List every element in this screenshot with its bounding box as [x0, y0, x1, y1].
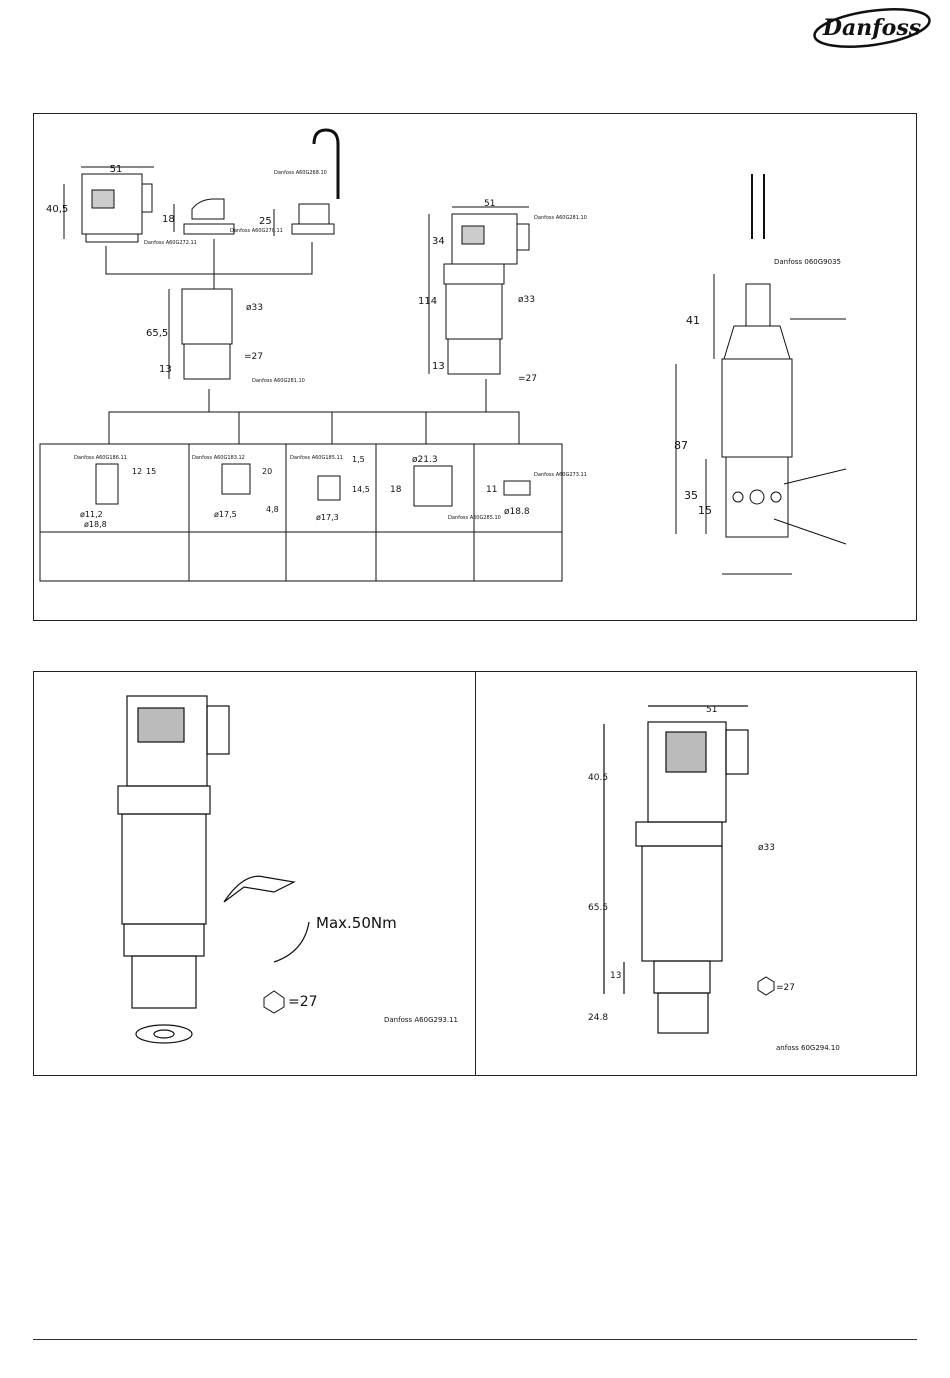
cable-h4: 15	[698, 504, 712, 517]
big-sensor-code: Danfoss A60G281.10	[534, 215, 587, 221]
fit-1-d3: ø18,8	[84, 520, 107, 529]
torque-label: Max.50Nm	[316, 914, 397, 932]
small-sensor-diameter: ø33	[246, 303, 263, 313]
cable-code: Danfoss 060G9035	[774, 258, 841, 266]
top-drawing: 51 40,5 Danfoss A60G272.11 18 Danfoss A6…	[39, 128, 847, 582]
big-sensor-h1: 34	[432, 236, 445, 247]
small-sensor-h1: 65,5	[146, 328, 168, 339]
fit-1-d0: 12	[132, 467, 142, 476]
cable-h2: 87	[674, 439, 688, 452]
fit-5-code: Danfoss A60G273.11	[534, 472, 587, 478]
fit-3-d0: 1,5	[352, 455, 365, 464]
small-sensor-hex: =27	[244, 352, 263, 362]
fit-2-d2: ø17,5	[214, 510, 237, 519]
small-sensor-h2: 13	[159, 364, 172, 375]
fit-1-code: Danfoss A60G186.11	[74, 455, 127, 461]
fit-2-code: Danfoss A60G183.12	[192, 455, 245, 461]
fit-1-d1: 15	[146, 467, 156, 476]
plug-b-code: Danfoss A60G270.11	[230, 228, 283, 234]
dim-h3: 13	[610, 971, 621, 981]
plug-a-height: 40,5	[46, 204, 68, 215]
big-sensor-width: 51	[484, 199, 495, 209]
small-sensor-code: Danfoss A60G281.10	[252, 378, 305, 384]
dim-width: 51	[706, 705, 717, 715]
fit-4-d1: 18	[390, 485, 402, 495]
danfoss-logo: Danfoss	[813, 8, 931, 48]
bottom-left-panel: Max.50Nm =27 Danfoss A60G293.11	[33, 671, 476, 1076]
plug-c-height: 25	[259, 216, 272, 227]
fit-2-d0: 20	[262, 467, 272, 476]
big-sensor-h3: 13	[432, 361, 445, 372]
fit-1-d2: ø11,2	[80, 510, 103, 519]
dim-hex: =27	[776, 983, 795, 993]
dim-h2: 65.5	[588, 903, 608, 913]
bottom-right-panel: 51 40.5 ø33 65.5 13 =27 24.8 anfoss 60G2…	[475, 671, 917, 1076]
plug-a-width: 51	[110, 164, 123, 175]
mounting-code: Danfoss A60G293.11	[384, 1016, 458, 1024]
fit-2-d1: 4,8	[266, 505, 279, 514]
plug-c-code: Danfoss A60G268.10	[274, 170, 327, 176]
fit-4-code: Danfoss A60G285.10	[448, 515, 501, 521]
dim-diameter: ø33	[758, 843, 775, 853]
plug-b-height: 18	[162, 214, 175, 225]
big-sensor-diameter: ø33	[518, 295, 535, 305]
big-sensor-hex: =27	[518, 374, 537, 384]
fit-5-d0: 11	[486, 485, 497, 495]
brand-name: Danfoss	[822, 15, 921, 41]
plug-a-code: Danfoss A60G272.11	[144, 240, 197, 246]
fit-3-code: Danfoss A60G185.11	[290, 455, 343, 461]
cable-h1: 41	[686, 314, 700, 327]
mounting-drawing: Max.50Nm =27 Danfoss A60G293.11	[117, 695, 458, 1044]
dimension-code: anfoss 60G294.10	[776, 1044, 840, 1052]
fit-3-d1: 14,5	[352, 485, 370, 494]
fit-5-d1: ø18.8	[504, 507, 530, 517]
fit-3-d2: ø17,3	[316, 513, 339, 522]
big-sensor-h2: 114	[418, 296, 437, 307]
dim-h1: 40.5	[588, 773, 608, 783]
top-panel: 51 40,5 Danfoss A60G272.11 18 Danfoss A6…	[33, 113, 917, 621]
hex-label: =27	[288, 994, 318, 1010]
footer-rule	[33, 1339, 917, 1340]
fit-4-d0: ø21.3	[412, 455, 438, 465]
dimension-drawing: 51 40.5 ø33 65.5 13 =27 24.8 anfoss 60G2…	[588, 705, 840, 1052]
cable-h3: 35	[684, 489, 698, 502]
dim-h4: 24.8	[588, 1013, 608, 1023]
